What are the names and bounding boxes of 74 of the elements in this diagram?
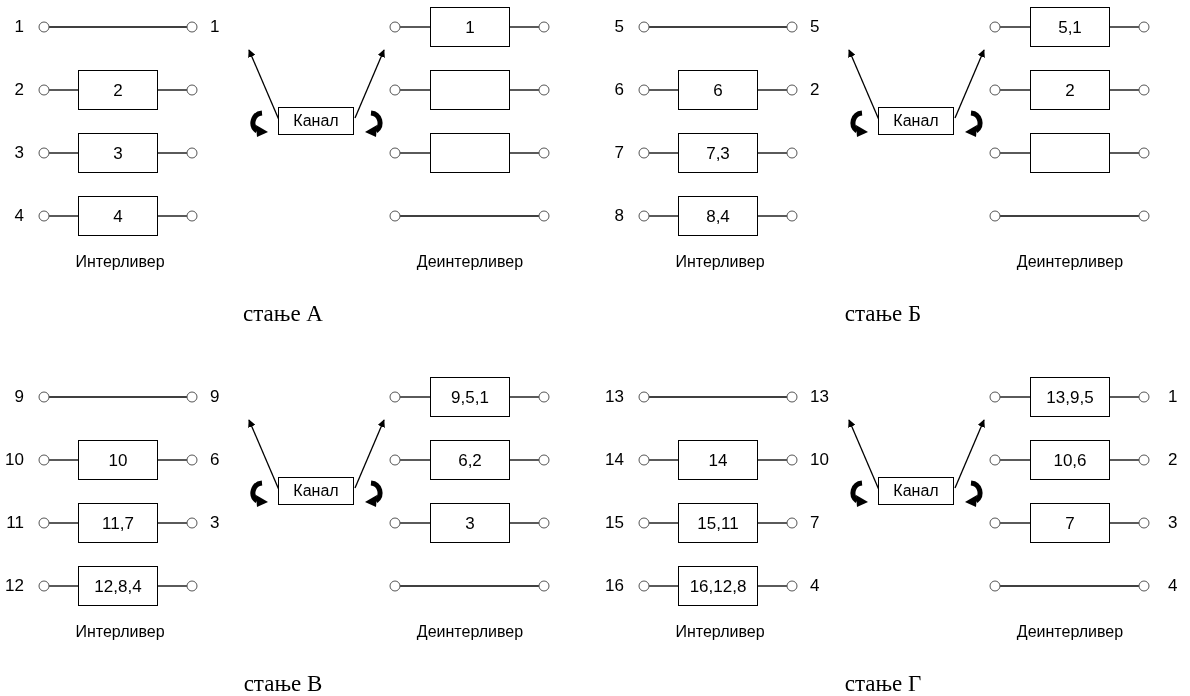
terminal-number: 2 [1168,451,1178,468]
terminal-number: 4 [1168,577,1178,594]
terminal-number: 3 [210,514,220,531]
terminal-number: 8 [613,207,624,224]
delay-register-box: 7,3 [678,133,758,173]
terminal-number: 4 [13,207,24,224]
interleaver-title: Интерливер [74,254,166,270]
deinterleaver-title: Деинтерливер [415,624,525,640]
delay-register-box: 6 [678,70,758,110]
terminal-number: 5 [810,18,820,35]
delay-register-box: 10 [78,440,158,480]
terminal-number: 14 [604,451,624,468]
state-caption: стање А [242,302,324,325]
terminal-number: 9 [13,388,24,405]
terminal-number: 9 [210,388,220,405]
terminal-number: 2 [13,81,24,98]
terminal-number: 1 [210,18,220,35]
delay-register-box: 15,11 [678,503,758,543]
terminal-number: 1 [13,18,24,35]
terminal-number: 11 [5,514,24,531]
terminal-number: 13 [604,388,624,405]
arrow [354,419,385,489]
delay-register-box: 13,9,5 [1030,377,1110,417]
terminal-number: 4 [810,577,820,594]
state-caption: стање Г [843,672,923,695]
interleaver-title: Интерливер [674,624,766,640]
terminal-number: 1 [1168,388,1178,405]
terminal-number: 10 [810,451,829,468]
delay-register-box: 2 [1030,70,1110,110]
terminal-number: 12 [4,577,24,594]
delay-register-box: 5,1 [1030,7,1110,47]
terminal-number: 6 [613,81,624,98]
terminal-number: 16 [604,577,624,594]
terminal-number: 3 [13,144,24,161]
deinterleaver-title: Деинтерливер [1015,254,1125,270]
terminal-number: 10 [4,451,24,468]
delay-register-box: 10,6 [1030,440,1110,480]
arrow [954,419,985,489]
terminal-number: 2 [810,81,820,98]
delay-register-box: 16,12,8 [678,566,758,606]
delay-register-box: 3 [78,133,158,173]
delay-register-box: 12,8,4 [78,566,158,606]
arrow [954,49,985,119]
channel-box: Канал [878,477,954,505]
terminal-number: 5 [613,18,624,35]
arrow [354,49,385,119]
delay-register-box: 14 [678,440,758,480]
empty-register-box [430,70,510,110]
state-caption: стање В [242,672,324,695]
terminal-number: 7 [613,144,624,161]
channel-box: Канал [278,107,354,135]
state-caption: стање Б [843,302,923,325]
delay-register-box: 9,5,1 [430,377,510,417]
delay-register-box: 7 [1030,503,1110,543]
delay-register-box: 8,4 [678,196,758,236]
terminal-number: 13 [810,388,829,405]
delay-register-box: 11,7 [78,503,158,543]
channel-box: Канал [878,107,954,135]
deinterleaver-title: Деинтерливер [415,254,525,270]
interleaver-title: Интерливер [674,254,766,270]
delay-register-box: 4 [78,196,158,236]
delay-register-box: 2 [78,70,158,110]
channel-box: Канал [278,477,354,505]
empty-register-box [430,133,510,173]
terminal-number: 7 [810,514,820,531]
delay-register-box: 6,2 [430,440,510,480]
delay-register-box: 1 [430,7,510,47]
terminal-number: 15 [604,514,624,531]
delay-register-box: 3 [430,503,510,543]
deinterleaver-title: Деинтерливер [1015,624,1125,640]
interleaver-title: Интерливер [74,624,166,640]
empty-register-box [1030,133,1110,173]
terminal-number: 3 [1168,514,1178,531]
terminal-number: 6 [210,451,220,468]
